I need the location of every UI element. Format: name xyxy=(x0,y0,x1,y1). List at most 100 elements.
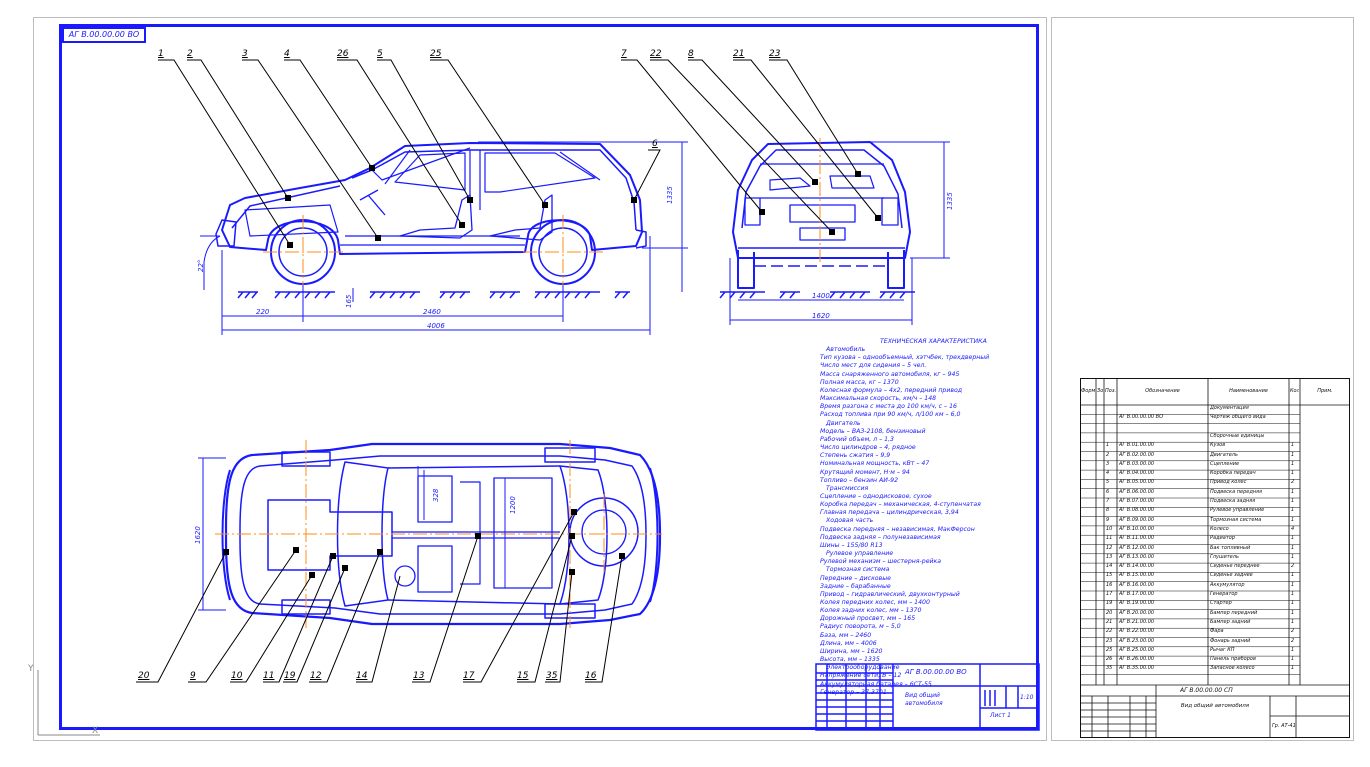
ucs-icon xyxy=(37,670,100,736)
drawing-frame xyxy=(59,24,1039,730)
spec-cell-designation: АГ В.25.00.00 xyxy=(1119,646,1155,653)
spec-header-cell: Поз. xyxy=(1105,388,1116,394)
spec-cell-designation: АГ В.35.00.00 xyxy=(1119,665,1155,672)
spec-cell-name: Сиденье переднее xyxy=(1210,563,1260,570)
spec-cell-designation: АГ В.08.00.00 xyxy=(1119,507,1155,514)
spec-cell-name: Панель приборов xyxy=(1210,656,1256,663)
notes-line: Высота, мм – 1335 xyxy=(820,656,880,664)
spec-cell-designation: АГ В.21.00.00 xyxy=(1119,618,1155,625)
spec-cell-pos: 6 xyxy=(1106,488,1110,495)
spec-cell-pos: 7 xyxy=(1106,498,1110,504)
spec-cell-name: Тормозная система xyxy=(1210,516,1262,523)
spec-cell-designation: АГ В.10.00.00 xyxy=(1119,525,1155,532)
notes-line: Топливо – бензин АИ-92 xyxy=(820,476,899,484)
spec-header-cell: Наименование xyxy=(1229,388,1268,394)
spec-cell-designation: АГ В.02.00.00 xyxy=(1119,451,1155,458)
callout-rear-left: 6 xyxy=(652,139,658,149)
callout-rear: 7 xyxy=(621,49,627,59)
spec-cell-pos: 8 xyxy=(1106,507,1110,514)
spec-cell-qty: 2 xyxy=(1291,637,1295,644)
spec-cell-designation: АГ В.26.00.00 xyxy=(1119,656,1155,663)
spec-header-cell: Кол. xyxy=(1290,388,1299,394)
callout-rear: 22 xyxy=(650,49,662,59)
callout-bottom: 14 xyxy=(356,671,368,681)
notes-line: Длина, мм – 4006 xyxy=(820,639,877,647)
spec-cell-name: Стартер xyxy=(1210,600,1232,607)
spec-cell-name: Сиденье заднее xyxy=(1210,572,1253,579)
spec-cell-designation: АГ В.05.00.00 xyxy=(1119,479,1155,486)
spec-cell-name: Глушитель xyxy=(1210,553,1239,560)
ground-lines xyxy=(237,291,915,299)
spec-cell-designation: АГ В.12.00.00 xyxy=(1119,544,1155,551)
spec-cell-name: Чертеж общего вида xyxy=(1210,414,1266,421)
spec-cell-name: Фонарь задний xyxy=(1210,637,1251,644)
spec-cell-designation: АГ В.19.00.00 xyxy=(1119,600,1155,607)
notes-line: Тормозная система xyxy=(826,566,890,574)
spec-cell-pos: 9 xyxy=(1106,516,1110,523)
notes-line: Подвеска задняя – полунезависимая xyxy=(820,533,941,541)
callout-bottom: 20 xyxy=(138,671,150,681)
notes-line: Колея передних колес, мм – 1400 xyxy=(820,599,930,606)
notes-line: Время разгона с места до 100 км/ч, с – 1… xyxy=(820,403,957,411)
notes-line: Максимальная скорость, км/ч – 148 xyxy=(820,395,937,403)
spec-cell-name: Привод колес xyxy=(1210,479,1247,486)
callout-bottom: 17 xyxy=(463,671,475,681)
spec-cell-qty: 1 xyxy=(1291,609,1295,616)
spec-table: ФорматЗонаПоз.ОбозначениеНаименованиеКол… xyxy=(1080,378,1350,738)
spec-header-cell: Обозначение xyxy=(1145,388,1180,394)
notes-line: Рабочий объем, л – 1,3 xyxy=(820,435,894,443)
callout-bottom: 15 xyxy=(517,671,529,681)
spec-cell-qty: 1 xyxy=(1291,656,1295,663)
spec-cell-qty: 1 xyxy=(1291,544,1295,551)
spec-cell-name: Фара xyxy=(1210,628,1224,635)
notes-line: Трансмиссия xyxy=(826,484,869,492)
notes-line: Электрооборудование xyxy=(826,664,900,672)
spec-cell-designation: АГ В.06.00.00 xyxy=(1119,488,1155,495)
spec-cell-name: Бампер задний xyxy=(1210,618,1251,625)
notes-line: Передние – дисковые xyxy=(820,574,891,582)
notes-line: Крутящий момент, Н·м – 94 xyxy=(820,468,910,476)
spec-cell-name: Подвеска задняя xyxy=(1210,498,1256,504)
callout-side: 26 xyxy=(337,49,349,59)
notes-line: Число мест для сидения – 5 чел. xyxy=(820,362,927,370)
spec-cell-qty: 1 xyxy=(1291,488,1295,495)
spec-cell-qty: 2 xyxy=(1291,479,1295,486)
center-lines xyxy=(215,138,821,628)
spec-cell-pos: 14 xyxy=(1106,563,1113,570)
spec-cell-name: Бампер передний xyxy=(1210,609,1258,616)
spec-cell-name: Двигатель xyxy=(1210,451,1238,458)
notes-line: Рулевой механизм – шестерня-рейка xyxy=(820,558,942,566)
callout-side: 1 xyxy=(158,49,164,59)
notes-line: Сцепление – однодисковое, сухое xyxy=(820,492,932,500)
notes-line: Привод – гидравлический, двухконтурный xyxy=(820,590,960,598)
spec-cell-qty: 2 xyxy=(1291,563,1295,570)
spec-footer-org: Гр. АТ-41 xyxy=(1272,723,1296,729)
notes-line: Дорожный просвет, мм – 165 xyxy=(820,615,916,623)
notes-line: Степень сжатия – 9,9 xyxy=(820,452,891,460)
callout-bottom: 12 xyxy=(310,671,322,681)
spec-cell-name: Радиатор xyxy=(1210,535,1235,542)
spec-cell-pos: 4 xyxy=(1106,470,1110,477)
spec-cell-qty: 2 xyxy=(1291,628,1295,635)
spec-cell-designation: АГ В.16.00.00 xyxy=(1119,581,1155,588)
spec-cell-name: Коробка передач xyxy=(1210,470,1256,477)
dim-ground-clearance: 165 xyxy=(345,294,353,308)
dim-front-overhang: 220 xyxy=(256,308,270,316)
notes-line: Рулевое управление xyxy=(826,550,894,558)
spec-cell-name: Кузов xyxy=(1210,442,1226,449)
spec-header-cell: Прим. xyxy=(1317,388,1333,394)
notes-line: Число цилиндров – 4, рядное xyxy=(820,444,916,452)
callout-side: 4 xyxy=(284,49,290,59)
callout-bottom: 35 xyxy=(546,671,558,681)
spec-table-grid xyxy=(1080,378,1350,738)
notes-line: Ширина, мм – 1620 xyxy=(820,647,883,655)
spec-cell-designation: АГ В.01.00.00 xyxy=(1119,442,1155,449)
spec-cell-pos: 13 xyxy=(1106,553,1113,560)
callout-rear: 23 xyxy=(769,49,781,59)
spec-cell-qty: 1 xyxy=(1291,451,1295,458)
spec-cell-name: Бак топливный xyxy=(1210,544,1251,551)
spec-cell-pos: 10 xyxy=(1106,525,1113,532)
spec-cell-name: Колесо xyxy=(1210,525,1229,532)
